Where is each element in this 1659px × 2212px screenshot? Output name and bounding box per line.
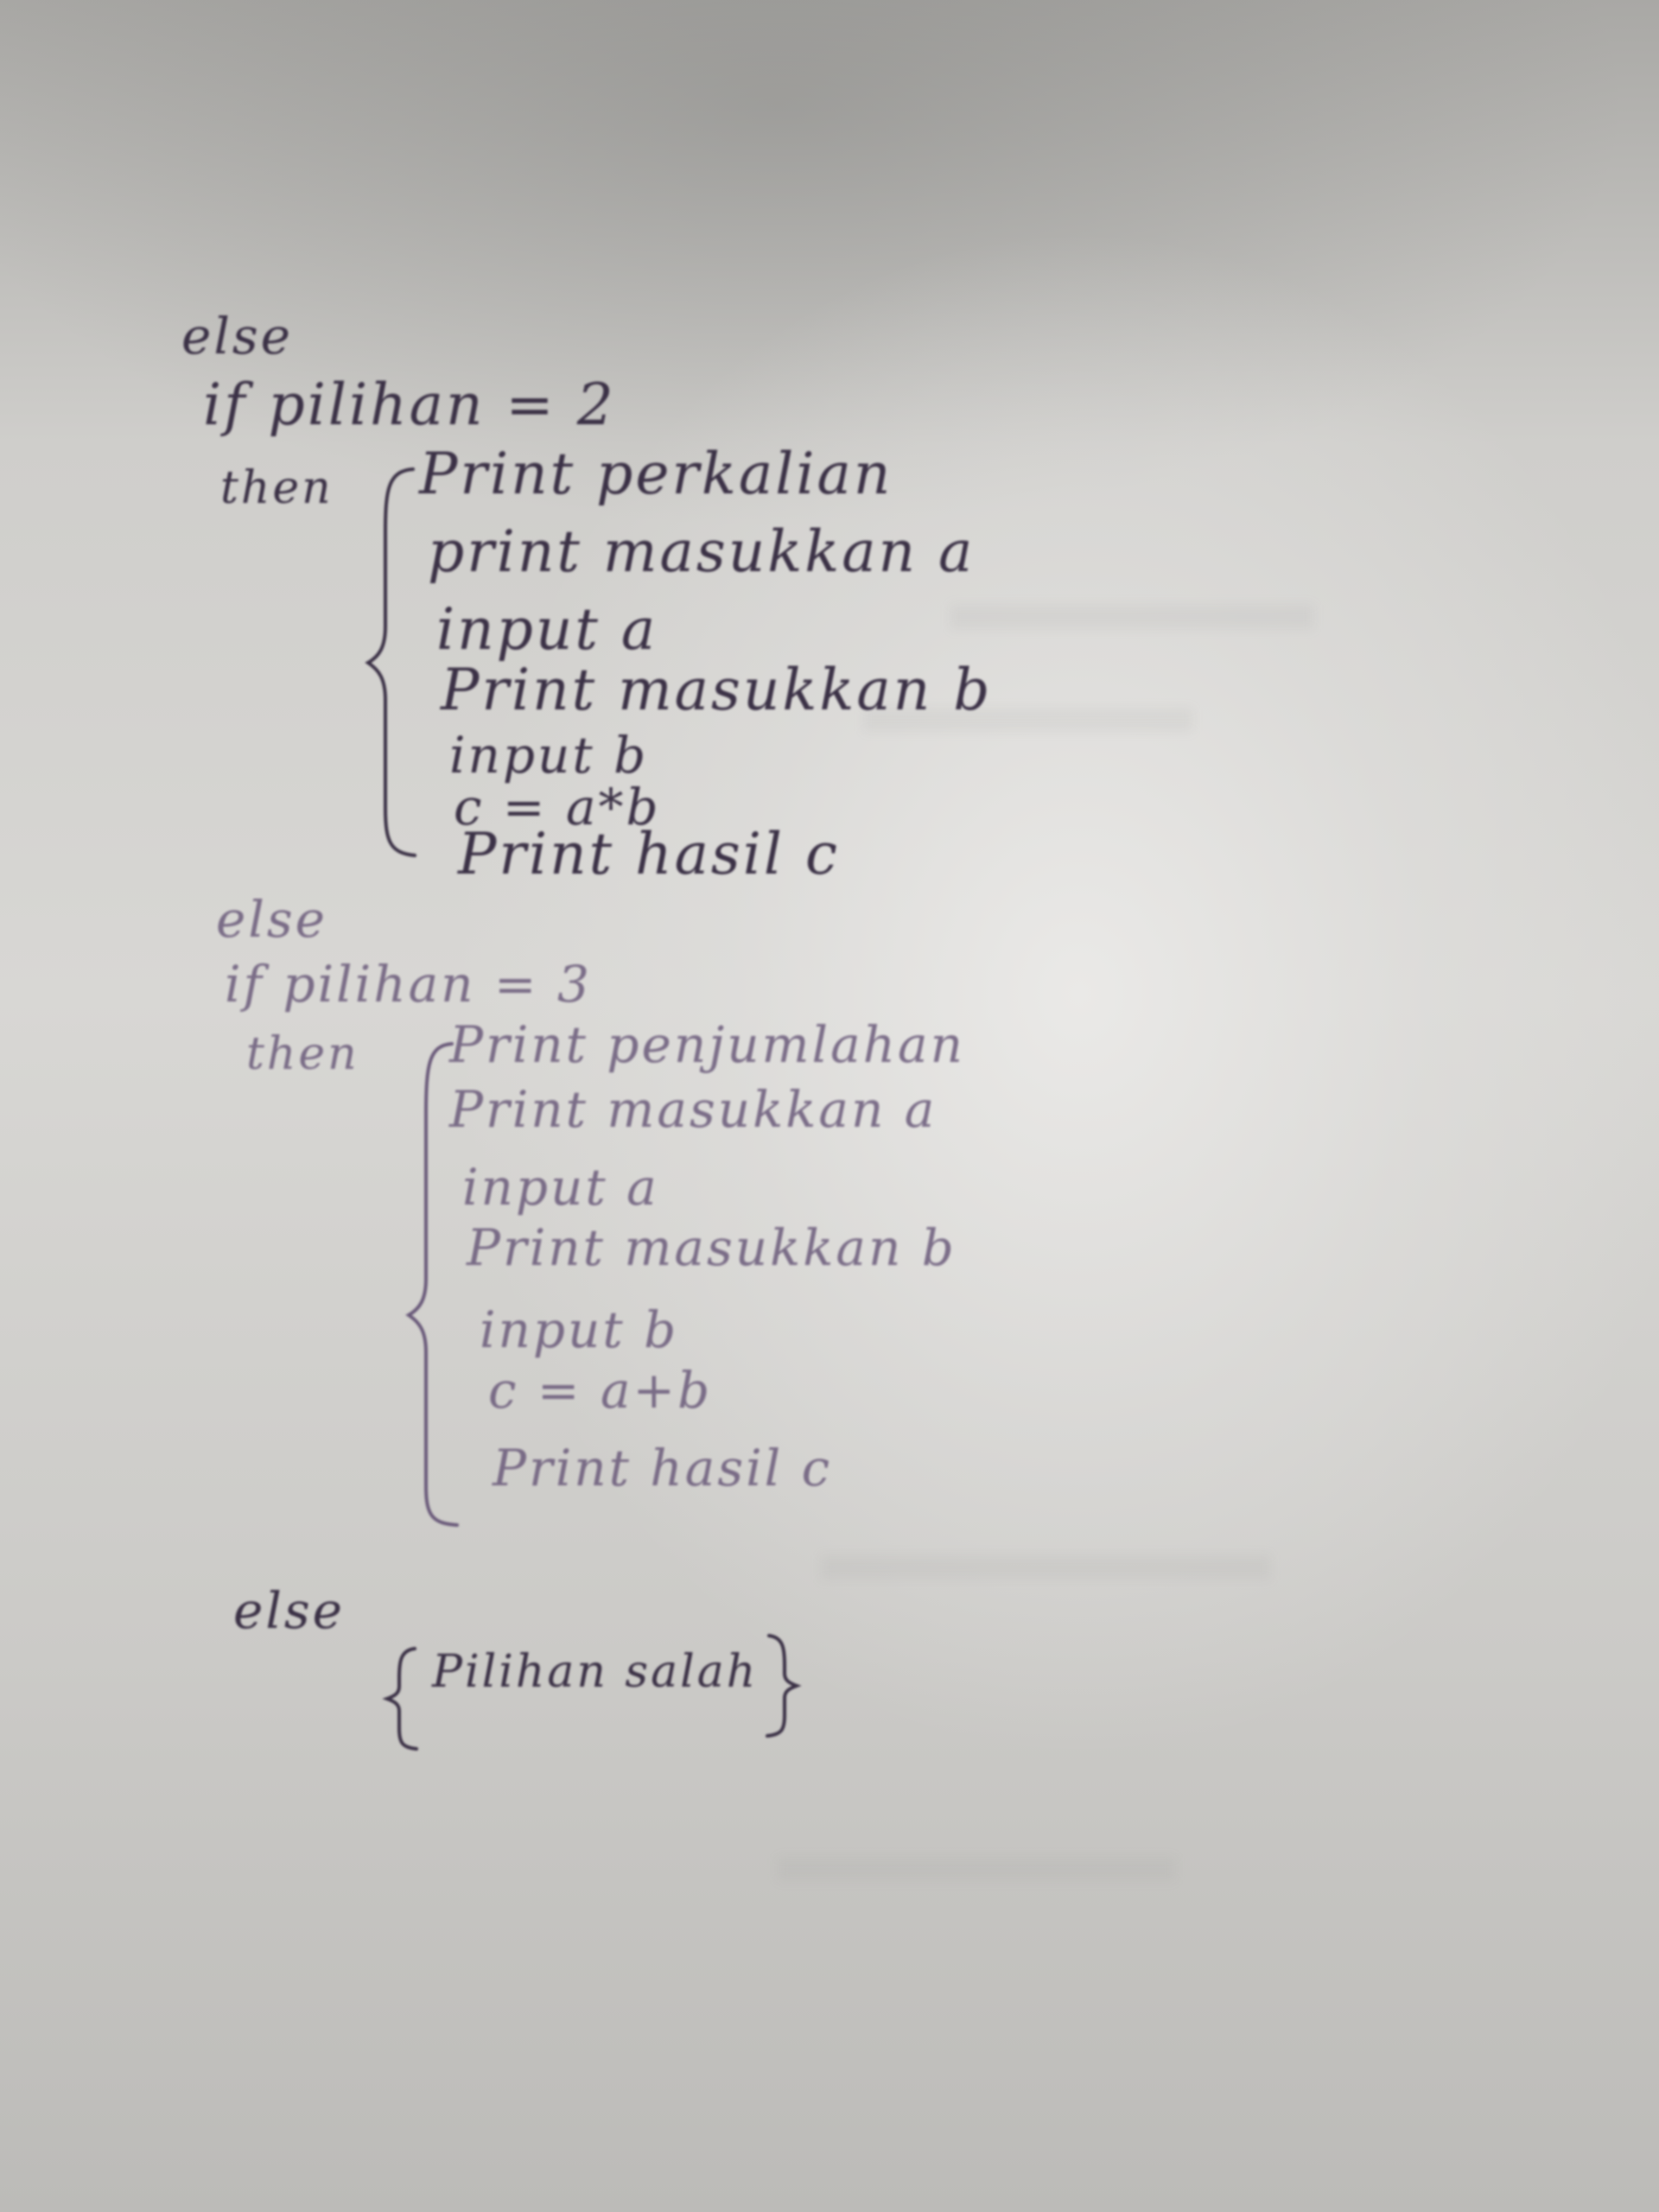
- else-keyword: else: [216, 890, 327, 949]
- code-line: Print penjumlahan: [449, 1015, 965, 1074]
- bleed-through-mark: [864, 709, 1192, 731]
- right-brace: [766, 1634, 802, 1738]
- code-line: c = a*b: [454, 778, 661, 836]
- code-line: Print hasil c: [493, 1439, 833, 1497]
- code-line: Print hasil c: [458, 821, 840, 887]
- condition-line: if pilihan = 3: [225, 955, 592, 1014]
- else-keyword: else: [181, 307, 293, 365]
- left-brace: [365, 467, 416, 857]
- then-keyword: then: [220, 462, 334, 514]
- left-brace: [382, 1647, 418, 1751]
- code-line: print masukkan a: [428, 518, 976, 585]
- error-message: Pilihan salah: [432, 1646, 759, 1698]
- bleed-through-mark: [950, 605, 1313, 629]
- code-line: c = a+b: [488, 1361, 713, 1420]
- code-line: Print masukkan a: [449, 1080, 938, 1139]
- bleed-through-mark: [821, 1555, 1270, 1580]
- left-brace: [405, 1042, 459, 1527]
- else-keyword: else: [233, 1581, 345, 1640]
- code-line: input b: [449, 726, 649, 785]
- code-line: input a: [436, 596, 658, 663]
- then-keyword: then: [246, 1028, 359, 1080]
- code-line: input a: [462, 1158, 659, 1217]
- bleed-through-mark: [778, 1858, 1175, 1880]
- code-line: Print masukkan b: [441, 657, 993, 723]
- code-line: Print masukkan b: [467, 1218, 957, 1277]
- code-line: Print perkalian: [419, 441, 893, 507]
- code-line: input b: [480, 1300, 679, 1359]
- condition-line: if pilihan = 2: [203, 372, 616, 438]
